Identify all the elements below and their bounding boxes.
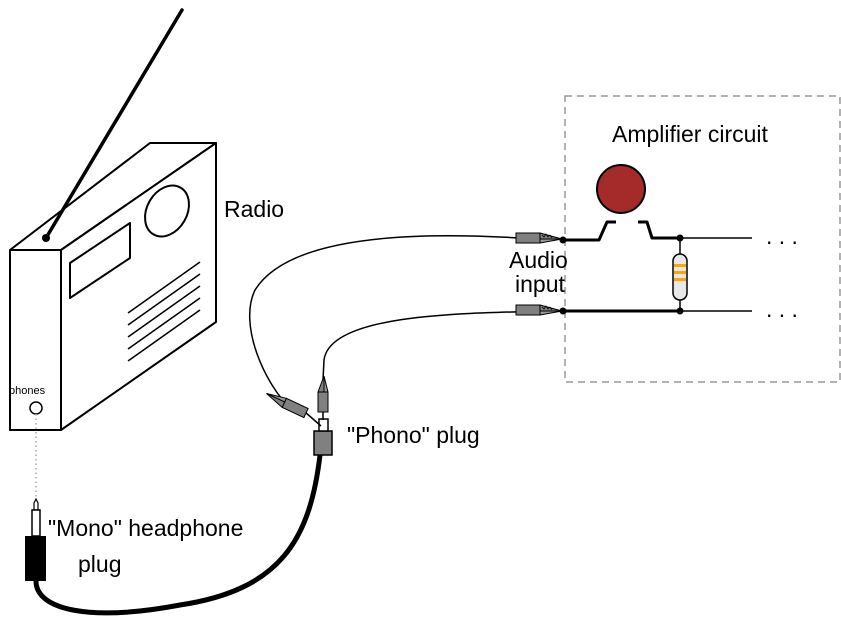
plug-body <box>25 536 46 581</box>
audio-input-label-line1: Audio <box>509 247 568 273</box>
alligator-clip-bottom <box>515 304 563 316</box>
continuation-dots-bottom: . . . <box>766 296 798 322</box>
signal-lead <box>304 411 322 427</box>
mono-plug-label-line1: "Mono" headphone <box>48 515 243 541</box>
radio-front-face <box>9 249 62 431</box>
plug-shaft <box>31 509 41 537</box>
radio <box>9 142 217 431</box>
ground-wire <box>322 310 556 381</box>
mono-plug-label-line2: plug <box>78 551 121 577</box>
mono-headphone-plug <box>25 497 46 581</box>
amplifier-label: Amplifier circuit <box>612 121 769 147</box>
phono-plug-label: "Phono" plug <box>347 422 480 448</box>
continuation-dots-top: . . . <box>766 223 798 249</box>
phones-label: phones <box>9 385 46 397</box>
alligator-clip-phono-ground <box>317 375 329 413</box>
plug-tip <box>33 497 39 511</box>
ceramic-capacitor <box>596 164 646 214</box>
antenna-base <box>42 234 50 242</box>
audio-input-label-line2: input <box>515 271 565 297</box>
antenna <box>44 8 184 240</box>
signal-wire <box>249 234 556 411</box>
headphone-cable <box>33 452 323 616</box>
radio-display-window <box>69 222 131 299</box>
radio-label: Radio <box>224 196 284 222</box>
speaker-icon <box>144 184 190 238</box>
resistor <box>672 238 688 311</box>
radio-grille <box>127 261 201 362</box>
phono-plug-body <box>313 430 333 456</box>
alligator-clip-top <box>515 232 563 244</box>
alligator-clip-phono-signal <box>266 393 309 419</box>
junction-dots <box>559 234 684 315</box>
phono-plug <box>313 418 333 456</box>
amplifier-traces <box>563 220 680 313</box>
amplifier-output-lines <box>680 237 752 312</box>
